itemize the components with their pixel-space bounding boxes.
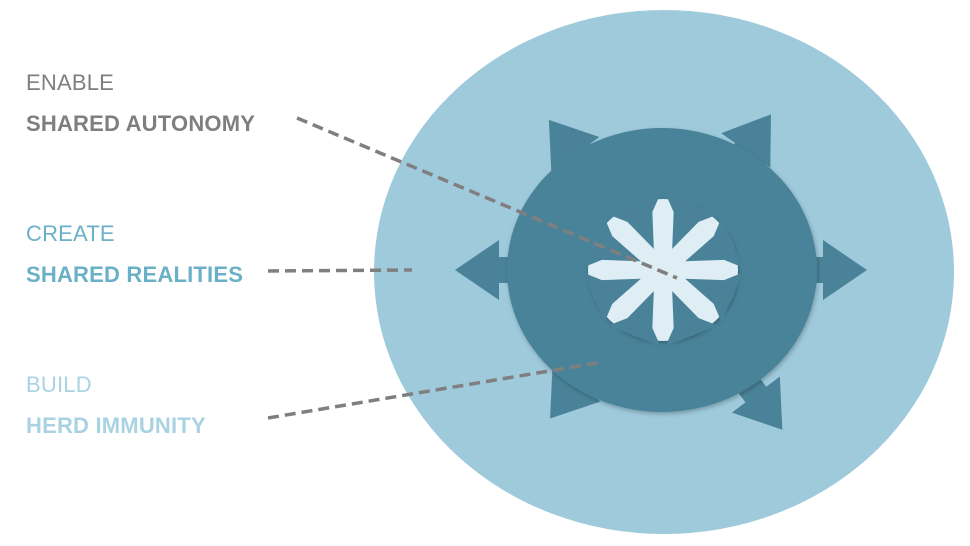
star-notch: [608, 194, 661, 249]
label-verb: ENABLE: [26, 70, 115, 95]
star-notch: [608, 291, 661, 346]
label-herd-immunity: BUILD HERD IMMUNITY: [26, 372, 206, 439]
label-verb: CREATE: [26, 221, 115, 246]
star-notch: [583, 272, 641, 322]
label-shared-autonomy: ENABLE SHARED AUTONOMY: [26, 70, 255, 137]
connector-realities: [267, 268, 413, 273]
label-object: HERD IMMUNITY: [26, 413, 206, 438]
star-notch: [685, 272, 743, 322]
star-notch: [665, 291, 718, 346]
label-object: SHARED REALITIES: [26, 262, 244, 287]
label-verb: BUILD: [26, 372, 92, 397]
connector-herd-immunity: [267, 361, 598, 420]
star-notch: [665, 194, 718, 249]
connector-autonomy: [296, 116, 678, 280]
star-core-icon: [583, 194, 743, 346]
star-notch: [583, 218, 641, 268]
star-notch: [685, 218, 743, 268]
label-object: SHARED AUTONOMY: [26, 111, 256, 136]
label-shared-realities: CREATE SHARED REALITIES: [26, 221, 243, 288]
